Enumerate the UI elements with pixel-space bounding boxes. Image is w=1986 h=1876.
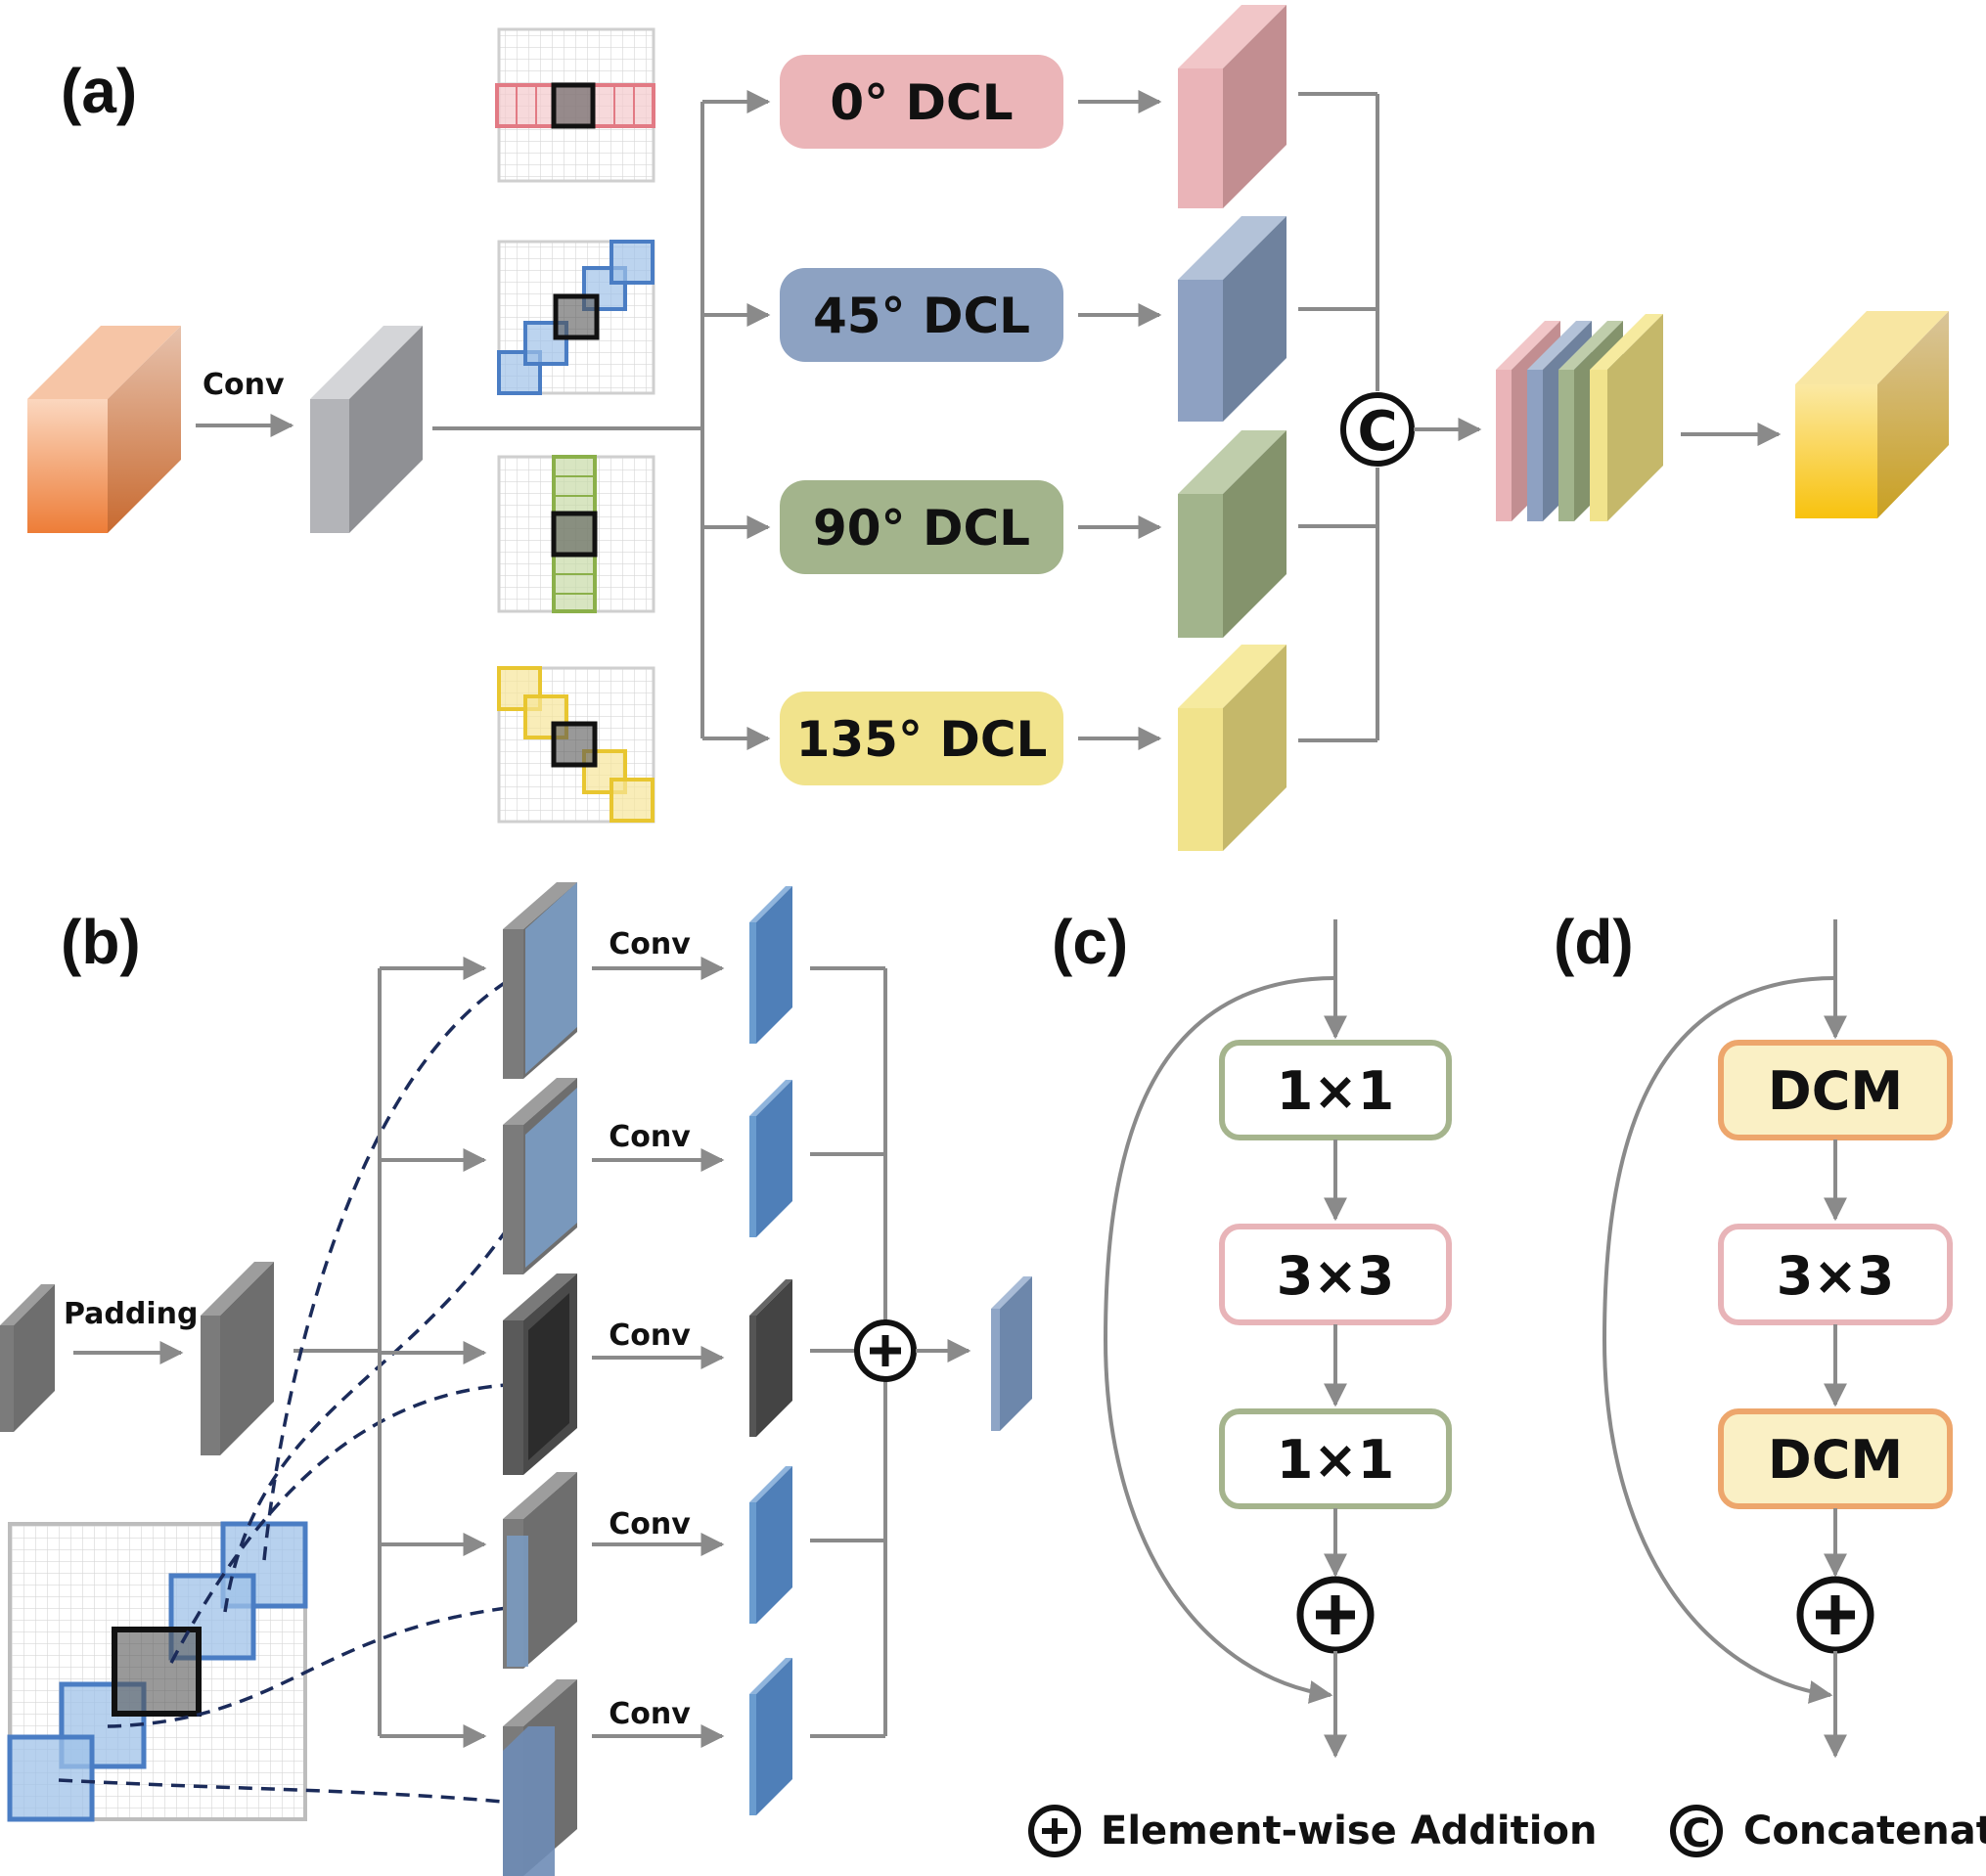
add-symbol-b: [854, 1319, 917, 1382]
dcl-label-135: 135° DCL: [796, 711, 1048, 768]
conv-label-b-5: Conv: [609, 1697, 691, 1731]
kernel-grid-0deg: [495, 27, 655, 183]
sampled-slab-2: [503, 1078, 577, 1274]
add-symbol-c: [1296, 1576, 1375, 1654]
legend-addition-label: Element-wise Addition: [1101, 1809, 1597, 1854]
output-feature-cube: [1795, 311, 1949, 518]
dashed-arrow-3: [169, 1374, 550, 1664]
dcl-output-slab-45: [1178, 216, 1286, 422]
conv-output-slab-2: [749, 1080, 792, 1237]
dcl-box-90: 90° DCL: [780, 480, 1063, 574]
block-c-1x1-top: 1×1: [1219, 1040, 1452, 1140]
dcl-box-135: 135° DCL: [780, 692, 1063, 785]
dcl-label-90: 90° DCL: [813, 500, 1030, 557]
conv-output-slab-5: [749, 1658, 792, 1815]
block-d-label-1: DCM: [1768, 1060, 1903, 1122]
block-d-label-3: DCM: [1768, 1429, 1903, 1491]
dcl-box-0: 0° DCL: [780, 55, 1063, 149]
panel-label-d: (d): [1554, 907, 1634, 977]
dcl-output-slab-0: [1178, 5, 1286, 208]
legend-concat-symbol: C: [1682, 1811, 1710, 1856]
conv-label-b-4: Conv: [609, 1507, 691, 1541]
conv-output-slab-1: [749, 886, 792, 1044]
block-c-label-2: 3×3: [1277, 1245, 1394, 1307]
block-d-dcm-top: DCM: [1718, 1040, 1953, 1140]
concat-symbol-text: C: [1357, 400, 1397, 464]
kernel-grid-135deg: [497, 666, 655, 824]
block-c-label-1: 1×1: [1277, 1060, 1394, 1122]
kernel-grid-90deg: [497, 455, 655, 613]
sampled-slab-3: [503, 1273, 577, 1475]
dcl-label-45: 45° DCL: [813, 288, 1030, 344]
conv-output-slab-4: [749, 1466, 792, 1624]
panel-label-a: (a): [61, 56, 137, 126]
block-c-1x1-bottom: 1×1: [1219, 1408, 1452, 1509]
block-d-dcm-bottom: DCM: [1718, 1408, 1953, 1509]
input-slab-b: [0, 1284, 55, 1432]
block-c-label-3: 1×1: [1277, 1429, 1394, 1491]
padded-slab-b: [201, 1262, 274, 1455]
dcl-box-45: 45° DCL: [780, 268, 1063, 362]
block-c-3x3: 3×3: [1219, 1224, 1452, 1325]
padded-grid-b: [7, 1521, 308, 1822]
block-d-3x3: 3×3: [1718, 1224, 1953, 1325]
sampled-slab-5: [503, 1679, 577, 1876]
dcl-label-0: 0° DCL: [830, 74, 1013, 131]
panel-label-b: (b): [61, 907, 141, 977]
dashed-arrow-1: [262, 956, 555, 1561]
legend-addition: Element-wise Addition: [1028, 1805, 1597, 1857]
block-d-label-2: 3×3: [1777, 1245, 1894, 1307]
conv-label-b-2: Conv: [609, 1120, 691, 1154]
skip-connection-d: [1602, 976, 1836, 1704]
dashed-arrow-5: [58, 1778, 535, 1812]
output-slab-b: [991, 1276, 1032, 1431]
dashed-arrow-4: [107, 1596, 545, 1728]
sampled-slab-1: [503, 882, 577, 1079]
conv-label-b-3: Conv: [609, 1318, 691, 1353]
input-feature-cube: [27, 326, 181, 533]
legend-concatenate-label: Concatenate: [1743, 1809, 1986, 1854]
conv-output-slab-3: [749, 1279, 792, 1437]
conv-label-b-1: Conv: [609, 927, 691, 961]
panel-label-c: (c): [1052, 907, 1128, 977]
conv-feature-slab: [310, 326, 423, 533]
add-symbol-d: [1796, 1576, 1874, 1654]
kernel-grid-45deg: [497, 240, 655, 395]
dcl-output-slab-90: [1178, 430, 1286, 638]
skip-connection-c: [1103, 976, 1336, 1704]
concatenated-feature-stack: [1496, 314, 1663, 521]
sampled-slab-4: [503, 1472, 577, 1669]
legend-concatenate: C Concatenate: [1670, 1805, 1986, 1857]
padding-label: Padding: [64, 1297, 199, 1331]
concat-symbol: C: [1340, 392, 1415, 467]
conv-label-a: Conv: [203, 368, 285, 402]
dcl-output-slab-135: [1178, 645, 1286, 851]
